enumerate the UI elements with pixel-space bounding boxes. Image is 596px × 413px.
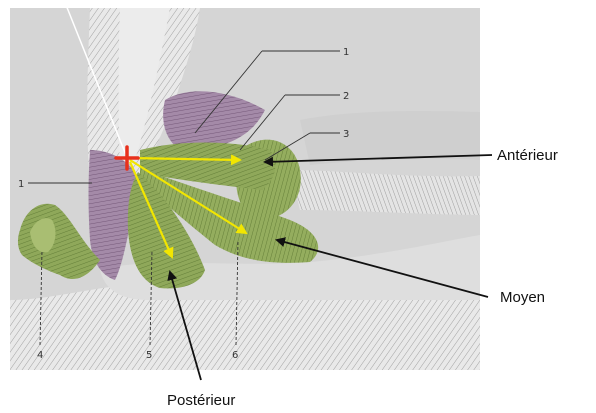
radius-shaft bbox=[290, 170, 480, 215]
number-2: 2 bbox=[343, 91, 349, 102]
number-5: 5 bbox=[146, 350, 152, 361]
label-anterior: Antérieur bbox=[497, 147, 558, 164]
number-3: 3 bbox=[343, 129, 349, 140]
label-posterior: Postérieur bbox=[167, 392, 235, 409]
number-6: 6 bbox=[232, 350, 238, 361]
number-1-left: 1 bbox=[18, 179, 24, 190]
number-4: 4 bbox=[37, 350, 43, 361]
label-middle: Moyen bbox=[500, 289, 545, 306]
number-1-top: 1 bbox=[343, 47, 349, 58]
